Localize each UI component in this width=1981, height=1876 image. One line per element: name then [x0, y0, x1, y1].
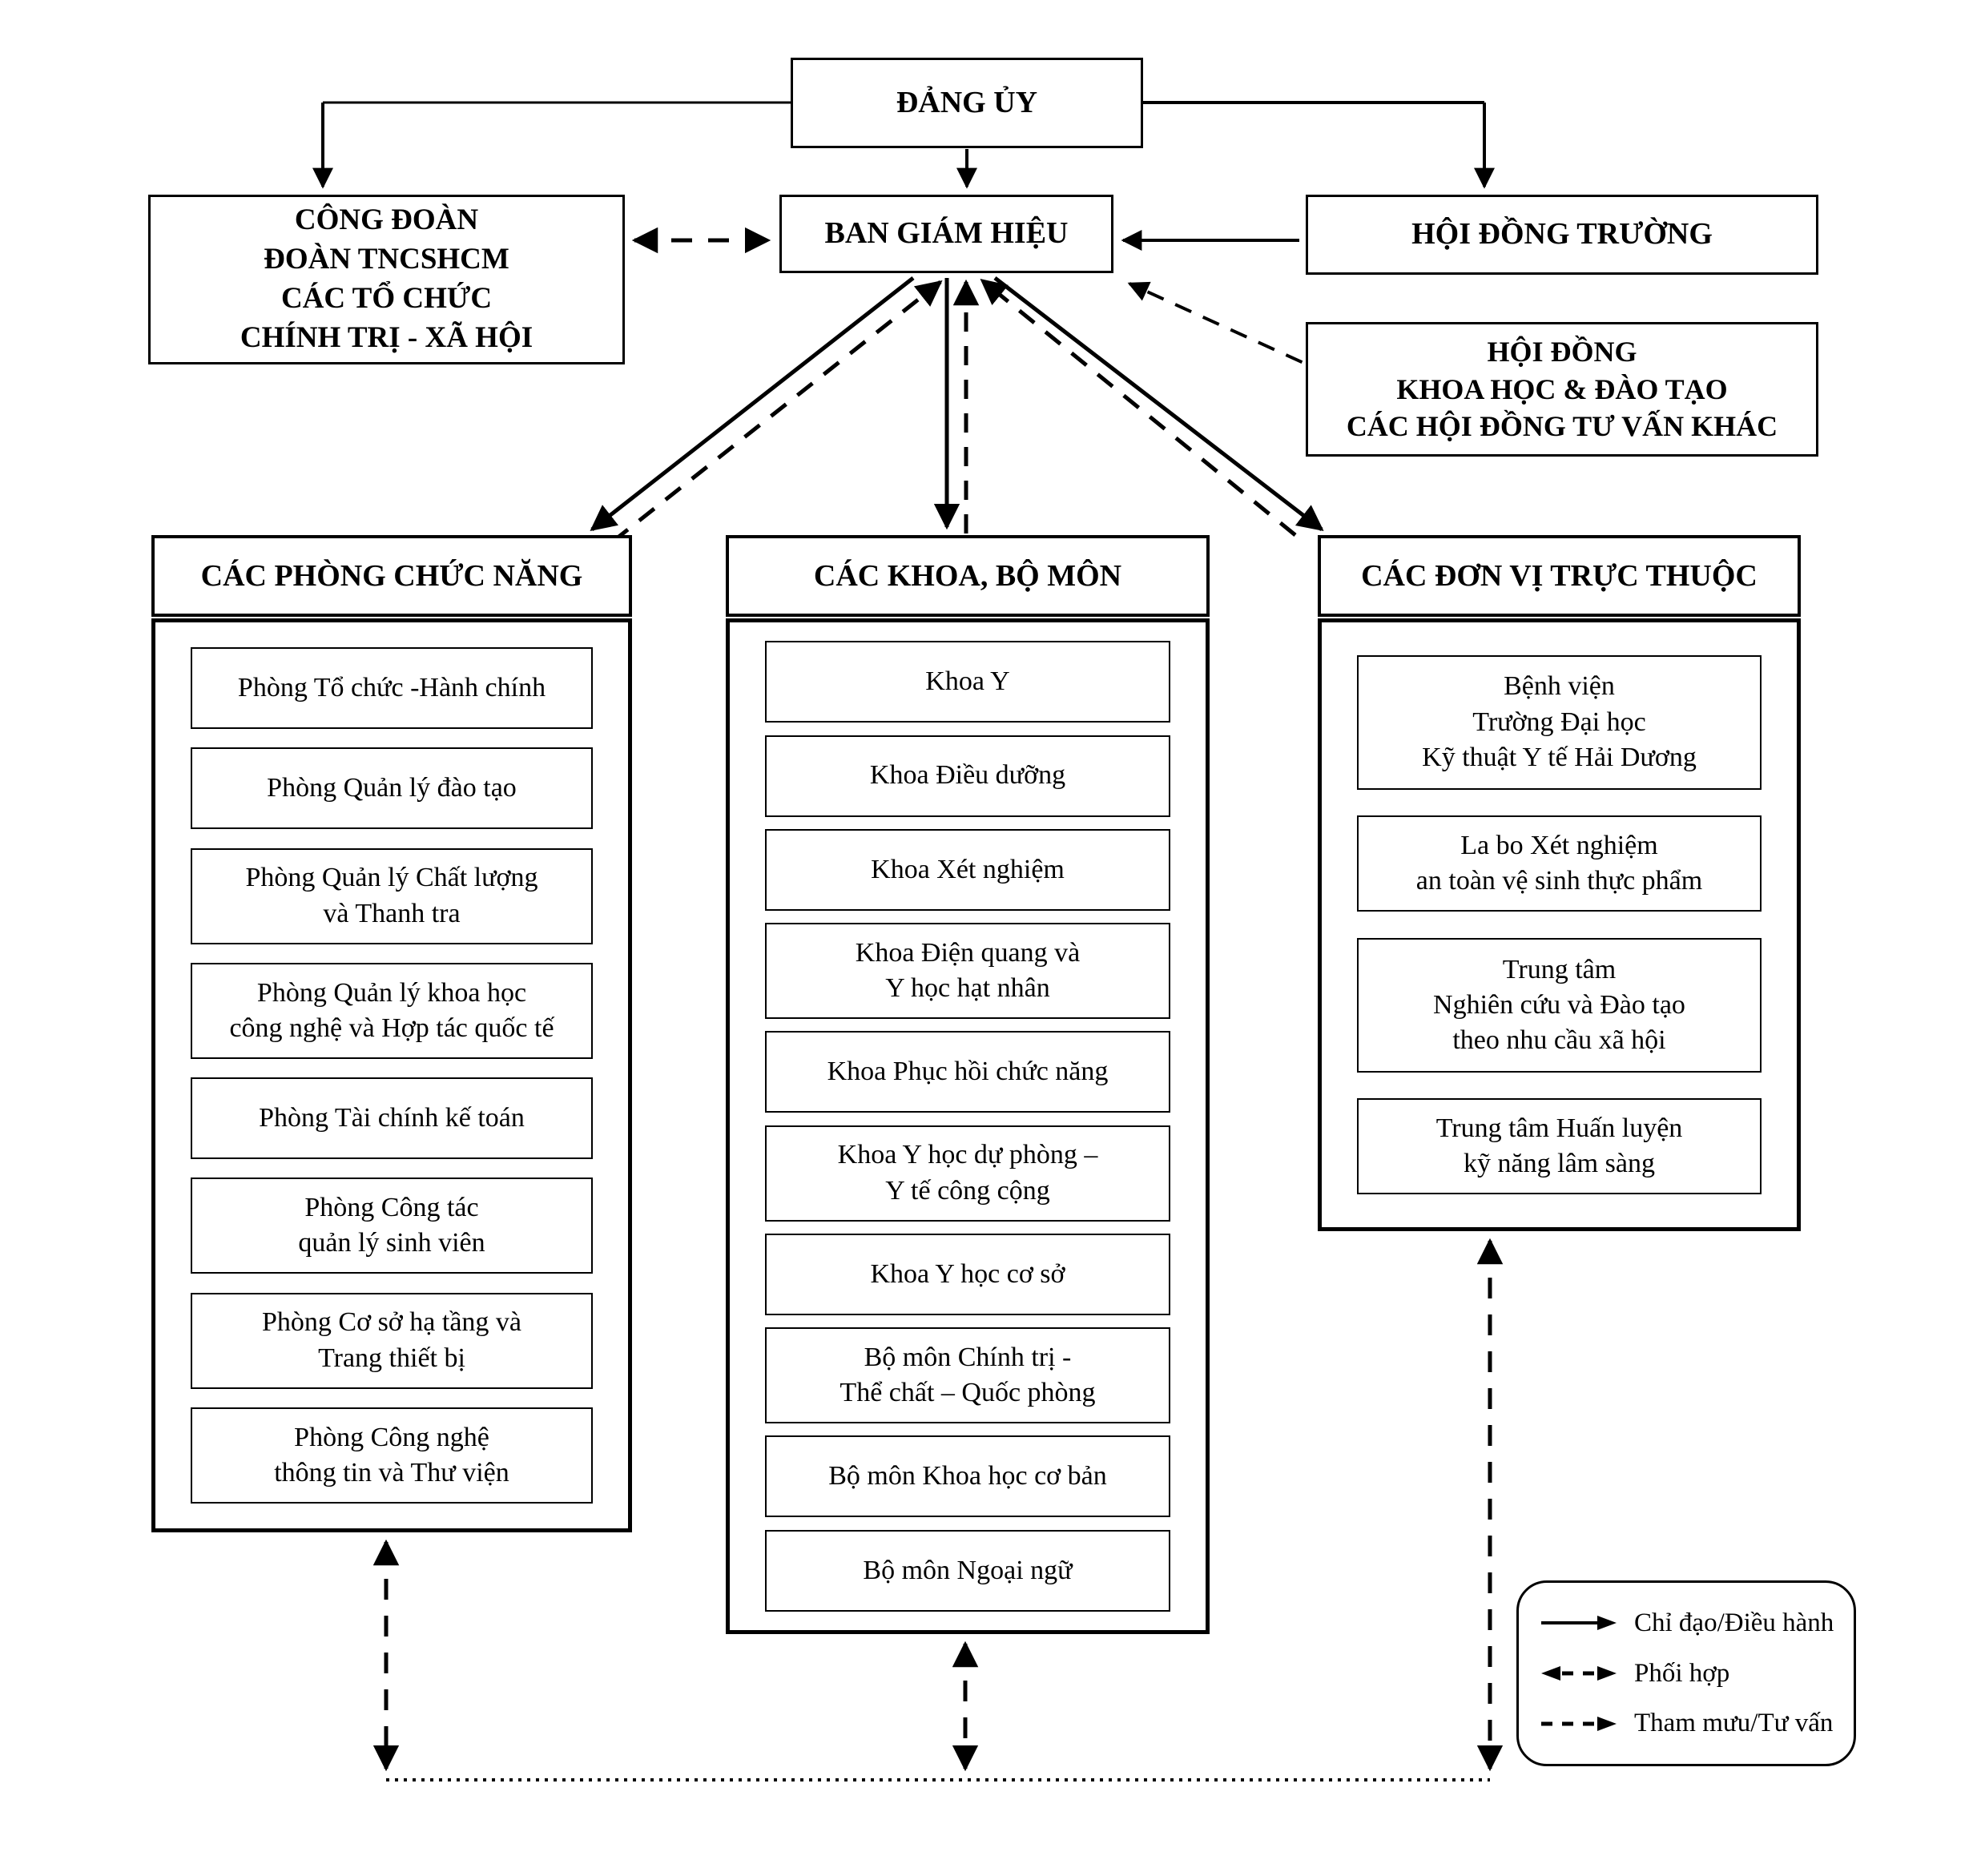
unit-label: an toàn vệ sinh thực phẩm [1415, 866, 1703, 896]
council-line: HỘI ĐỒNG [1487, 335, 1637, 368]
unit-label: thông tin và Thư viện [274, 1457, 509, 1488]
unit-label: Bộ môn Chính trị - [864, 1342, 1072, 1372]
box-university-council: HỘI ĐỒNG TRƯỜNG [1306, 195, 1818, 275]
unit-box: Khoa Điều dưỡng [765, 735, 1170, 817]
unit-label: theo nhu cầu xã hội [1452, 1025, 1666, 1055]
unit-box: Khoa Y học dự phòng – Y tế công cộng [765, 1125, 1170, 1222]
unit-label: Phòng Quản lý khoa học [256, 977, 527, 1008]
unit-label: Y tế công cộng [885, 1175, 1050, 1206]
unit-label: Phòng Tổ chức -Hành chính [237, 673, 546, 703]
unit-box: Khoa Phục hồi chức năng [765, 1031, 1170, 1113]
unit-box: Khoa Điện quang và Y học hạt nhân [765, 923, 1170, 1020]
header-affiliated-units-label: CÁC ĐƠN VỊ TRỰC THUỘC [1361, 559, 1758, 593]
council-line: KHOA HỌC & ĐÀO TẠO [1396, 372, 1728, 405]
box-union-political-orgs: CÔNG ĐOÀN ĐOÀN TNCSHCM CÁC TỔ CHỨC CHÍNH… [148, 195, 625, 364]
unit-label: Phòng Tài chính kế toán [259, 1103, 525, 1133]
unit-box: Phòng Quản lý khoa học công nghệ và Hợp t… [191, 962, 593, 1059]
unit-label: Phòng Quản lý đào tạo [267, 773, 517, 803]
header-faculties-departments-label: CÁC KHOA, BỘ MÔN [813, 559, 1122, 593]
unit-label: Khoa Điện quang và [855, 937, 1081, 968]
unit-label: Y học hạt nhân [885, 973, 1050, 1004]
unit-label: La bo Xét nghiệm [1460, 831, 1658, 860]
unit-label: và Thanh tra [323, 898, 461, 928]
unit-label: Phòng Công nghệ [294, 1422, 489, 1452]
unit-box: Bộ môn Khoa học cơ bản [765, 1435, 1170, 1518]
unit-label: Bệnh viện [1504, 671, 1615, 702]
header-functional-departments: CÁC PHÒNG CHỨC NĂNG [151, 535, 632, 617]
unit-box: Phòng Công nghệ thông tin và Thư viện [191, 1407, 593, 1504]
unit-box: Khoa Y học cơ sở [765, 1233, 1170, 1315]
unit-label: Trung tâm [1502, 954, 1617, 984]
unit-label: Khoa Y [925, 666, 1010, 697]
box-party-committee: ĐẢNG ỦY [791, 58, 1143, 148]
arrow-bgh-to-donvi-direct [993, 276, 1324, 531]
arrow-donvi-to-bgh-advisory [980, 278, 1297, 537]
arrow-phong-to-bgh-advisory [611, 280, 943, 543]
unit-label: Nghiên cứu và Đào tạo [1433, 989, 1685, 1020]
unit-label: Phòng Công tác [304, 1193, 479, 1223]
legend-row-coordination: Phối hợp [1540, 1659, 1854, 1689]
dashed-arrow-icon [1541, 1716, 1617, 1731]
unit-label: Trang thiết bị [318, 1343, 465, 1373]
solid-arrow-icon [1541, 1616, 1617, 1631]
legend-advisory-label: Tham mưu/Tư vấn [1634, 1709, 1834, 1738]
legend-direct-label: Chỉ đạo/Điều hành [1634, 1608, 1834, 1637]
legend-coordination-label: Phối hợp [1634, 1658, 1730, 1688]
unit-label: quản lý sinh viên [298, 1228, 485, 1258]
union-line: ĐOÀN TNCSHCM [264, 243, 509, 276]
unit-box: Phòng Cơ sở hạ tầng và Trang thiết bị [191, 1292, 593, 1389]
unit-label: Bộ môn Ngoại ngữ [863, 1555, 1073, 1585]
unit-box: Khoa Xét nghiệm [765, 828, 1170, 911]
unit-label: Khoa Điều dưỡng [869, 760, 1066, 791]
unit-label: Trường Đại học [1472, 707, 1646, 737]
unit-label: Kỹ thuật Y tế Hải Dương [1422, 742, 1697, 772]
dashed-double-arrow-icon [1541, 1666, 1617, 1681]
box-rector-board-label: BAN GIÁM HIỆU [824, 216, 1069, 251]
unit-label: Khoa Xét nghiệm [871, 854, 1065, 884]
unit-label: Khoa Y học dự phòng – [837, 1140, 1098, 1170]
header-faculties-departments: CÁC KHOA, BỘ MÔN [726, 535, 1210, 617]
header-affiliated-units: CÁC ĐƠN VỊ TRỰC THUỘC [1318, 535, 1801, 617]
unit-label: Bộ môn Khoa học cơ bản [828, 1461, 1107, 1492]
unit-box: Phòng Công tác quản lý sinh viên [191, 1178, 593, 1274]
legend: Chỉ đạo/Điều hành Phối hợp Tham mưu/Tư v… [1516, 1580, 1856, 1766]
box-rector-board: BAN GIÁM HIỆU [779, 195, 1113, 273]
legend-row-advisory: Tham mưu/Tư vấn [1540, 1709, 1854, 1738]
unit-box: Phòng Tổ chức -Hành chính [191, 647, 593, 730]
arrow-bgh-to-phong-direct [590, 276, 915, 532]
unit-label: Trung tâm Huấn luyện [1435, 1113, 1683, 1144]
union-line: CÔNG ĐOÀN [294, 203, 479, 237]
unit-label: kỹ năng lâm sàng [1464, 1149, 1655, 1179]
union-line: CÁC TỔ CHỨC [280, 282, 493, 315]
unit-box: Phòng Tài chính kế toán [191, 1077, 593, 1160]
union-line: CHÍNH TRỊ - XÃ HỘI [240, 320, 534, 354]
box-party-committee-label: ĐẢNG ỦY [896, 85, 1038, 119]
box-university-council-label: HỘI ĐỒNG TRƯỜNG [1411, 217, 1713, 252]
unit-label: công nghệ và Hợp tác quốc tế [229, 1012, 554, 1043]
unit-box: Phòng Quản lý đào tạo [191, 747, 593, 830]
unit-label: Khoa Phục hồi chức năng [827, 1057, 1109, 1087]
box-science-training-councils: HỘI ĐỒNG KHOA HỌC & ĐÀO TẠO CÁC HỘI ĐỒNG… [1306, 322, 1818, 457]
unit-box: La bo Xét nghiệm an toàn vệ sinh thực phẩ… [1357, 815, 1762, 912]
unit-label: Phòng Cơ sở hạ tầng và [262, 1307, 521, 1338]
unit-box: Bộ môn Ngoại ngữ [765, 1529, 1170, 1612]
unit-label: Khoa Y học cơ sở [870, 1258, 1065, 1289]
unit-label: Phòng Quản lý Chất lượng [245, 863, 538, 893]
unit-label: Thể chất – Quốc phòng [840, 1378, 1096, 1408]
unit-box: Bộ môn Chính trị - Thể chất – Quốc phòng [765, 1327, 1170, 1424]
legend-row-direct: Chỉ đạo/Điều hành [1540, 1608, 1854, 1638]
unit-box: Phòng Quản lý Chất lượng và Thanh tra [191, 847, 593, 944]
unit-box: Trung tâm Huấn luyện kỹ năng lâm sàng [1357, 1098, 1762, 1195]
arrow-hdkhdt-to-bgh-advisory [1127, 281, 1331, 376]
council-line: CÁC HỘI ĐỒNG TƯ VẤN KHÁC [1346, 410, 1778, 443]
unit-box: Khoa Y [765, 641, 1170, 723]
header-functional-departments-label: CÁC PHÒNG CHỨC NĂNG [200, 559, 583, 593]
